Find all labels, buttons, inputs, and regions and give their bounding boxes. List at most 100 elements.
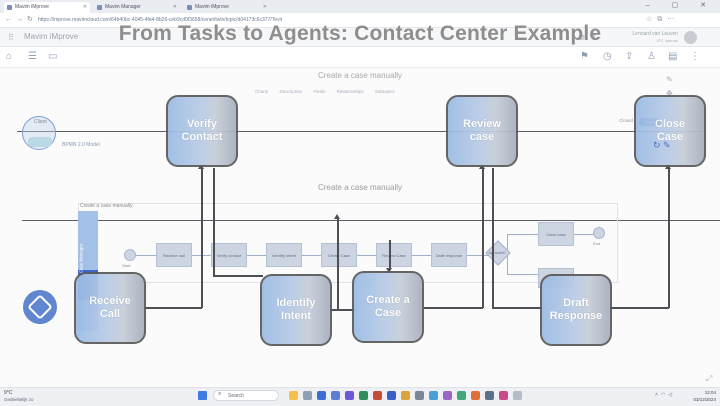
- app-icon[interactable]: [415, 391, 424, 400]
- fullscreen-icon[interactable]: ⤢: [706, 374, 713, 383]
- window-controls[interactable]: – ▢ ✕: [645, 2, 716, 9]
- outlook-icon[interactable]: [331, 391, 340, 400]
- history-icon[interactable]: ◷: [603, 51, 612, 62]
- menu-icon[interactable]: ⋯: [667, 16, 680, 23]
- weather-temp[interactable]: 9°C: [4, 390, 13, 396]
- avatar[interactable]: [684, 31, 697, 44]
- app-icon[interactable]: [499, 391, 508, 400]
- favicon-icon: [97, 5, 102, 10]
- nav-buttons[interactable]: ←→↻: [5, 15, 37, 23]
- more-icon[interactable]: ⋮: [690, 51, 700, 62]
- connector-line: [389, 240, 391, 270]
- end-event[interactable]: [593, 227, 605, 239]
- connector-line: [668, 168, 670, 308]
- tab-description[interactable]: Description: [279, 89, 303, 94]
- system-tray[interactable]: ˄◠◁: [655, 392, 675, 398]
- tab-charts[interactable]: Charts: [255, 89, 269, 94]
- connector-line: [482, 168, 484, 308]
- tab-fields[interactable]: Fields: [313, 89, 326, 94]
- taskbar-search[interactable]: Search: [213, 390, 279, 401]
- start-event[interactable]: [124, 249, 136, 261]
- closed-label: Closed: [619, 118, 634, 123]
- header-icons[interactable]: ⚙?: [578, 33, 602, 42]
- browser-tab-3[interactable]: Mavim iMprove ✕: [184, 2, 270, 13]
- task-review-case[interactable]: Review Case: [376, 243, 412, 267]
- volume-icon[interactable]: ◁: [668, 392, 676, 398]
- browser-tab-2[interactable]: Mavim Manager✕: [94, 2, 180, 13]
- browser-tab-1[interactable]: Mavim iMprove✕: [4, 2, 90, 13]
- tree-icon[interactable]: ☰: [28, 51, 37, 62]
- task-identify-intent[interactable]: Identify intent: [266, 243, 302, 267]
- book-icon[interactable]: ▤: [668, 51, 678, 62]
- star-icon[interactable]: ☆: [646, 16, 658, 23]
- chevron-up-icon[interactable]: ˄: [655, 392, 661, 398]
- clock-time[interactable]: 12:04: [704, 390, 716, 395]
- url-field[interactable]: https://improve.mavimcloud.com/64b40bc-4…: [38, 17, 283, 23]
- move-icon[interactable]: ✥: [666, 89, 673, 98]
- agent-label: Call: [99, 308, 121, 320]
- help-icon[interactable]: ?: [591, 33, 602, 42]
- tab-subtopics[interactable]: Subtopics: [374, 89, 395, 94]
- connector-line: [330, 309, 356, 311]
- powerpoint-icon[interactable]: [373, 391, 382, 400]
- task-create-case[interactable]: Create Case: [321, 243, 357, 267]
- wifi-icon[interactable]: ◠: [660, 392, 669, 398]
- refresh-icon[interactable]: ↻: [27, 16, 37, 23]
- excel-icon[interactable]: [359, 391, 368, 400]
- favicon-icon: [7, 5, 12, 10]
- app-icon[interactable]: [443, 391, 452, 400]
- app-icon[interactable]: [429, 391, 438, 400]
- app-icon[interactable]: [303, 391, 312, 400]
- app-icon[interactable]: [513, 391, 522, 400]
- close-tab-icon[interactable]: ✕: [262, 4, 267, 10]
- canvas-side-icons[interactable]: ✎✥: [666, 73, 673, 101]
- home-icon[interactable]: ⌂: [6, 51, 13, 62]
- back-icon[interactable]: ←: [5, 16, 16, 23]
- edge-icon[interactable]: [317, 391, 326, 400]
- end-event-label: End: [593, 241, 601, 246]
- task-receive-call[interactable]: Receive call: [156, 243, 192, 267]
- forward-icon[interactable]: →: [16, 16, 27, 23]
- app-icon[interactable]: [457, 391, 466, 400]
- task-verify-contact[interactable]: Verify contact: [211, 243, 247, 267]
- file-explorer-icon[interactable]: [289, 391, 298, 400]
- user-icon[interactable]: ♙: [647, 51, 656, 62]
- word-icon[interactable]: [387, 391, 396, 400]
- canvas-subtitle: Create a case manually: [317, 183, 403, 192]
- browser-actions[interactable]: ☆⧉⋯: [646, 15, 679, 24]
- agent-label: Draft: [563, 297, 589, 309]
- extensions-icon[interactable]: ⧉: [657, 16, 668, 23]
- sequence-flow: [357, 255, 376, 256]
- app-launcher-icon[interactable]: ⠿: [8, 33, 14, 42]
- app-icon[interactable]: [471, 391, 480, 400]
- task-close-case[interactable]: Close case: [538, 222, 574, 246]
- edit-icon[interactable]: ✎: [666, 75, 673, 84]
- windows-start-icon[interactable]: [198, 391, 207, 400]
- share-icon[interactable]: ⇪: [625, 51, 634, 62]
- app-icon[interactable]: [401, 391, 410, 400]
- close-tab-icon[interactable]: ✕: [82, 4, 87, 10]
- client-badge: [28, 137, 52, 147]
- teams-icon[interactable]: [345, 391, 354, 400]
- user-name: Lennard van Leuven: [632, 31, 678, 37]
- bpmn-model-label[interactable]: BPMN 2.0 Model: [62, 142, 100, 148]
- app-icon[interactable]: [485, 391, 494, 400]
- flag-icon[interactable]: ⚑: [580, 51, 589, 62]
- comment-icon[interactable]: ▭: [48, 51, 58, 62]
- agent-label: Create a: [366, 294, 410, 306]
- tab-relationships[interactable]: Relationships: [336, 89, 364, 94]
- refresh-icon[interactable]: ↻ ✎: [653, 140, 671, 150]
- close-tab-icon[interactable]: ✕: [172, 4, 177, 10]
- agent-logo-icon[interactable]: [23, 290, 57, 324]
- settings-icon[interactable]: ⚙: [578, 33, 592, 42]
- tab-label: Mavim iMprove: [195, 4, 229, 10]
- user-org: IPC Internal: [656, 38, 678, 43]
- task-draft-response[interactable]: Draft response: [431, 243, 467, 267]
